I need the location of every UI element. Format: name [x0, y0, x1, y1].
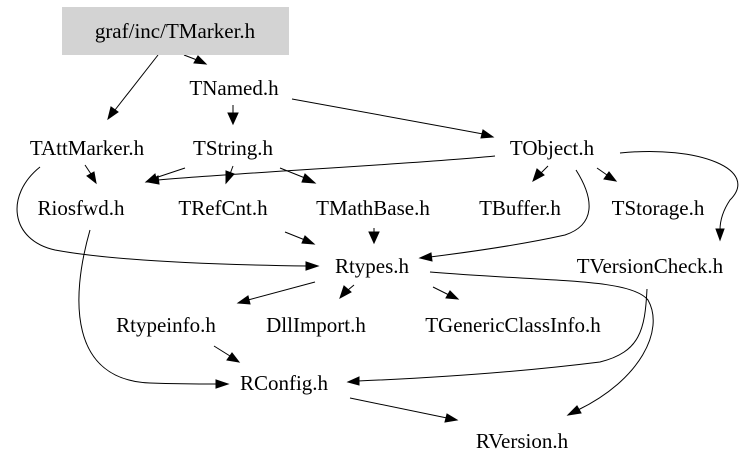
edge-tnamed-tobject	[291, 98, 484, 135]
node-rversion[interactable]: RVersion.h	[476, 429, 569, 453]
edge-rtypes-rtypeinfo-arrow	[236, 295, 251, 305]
edge-tobject-rtypes	[429, 169, 590, 258]
node-tbuffer[interactable]: TBuffer.h	[479, 196, 561, 220]
node-tmarker[interactable]: graf/inc/TMarker.h	[62, 7, 289, 55]
edge-tversioncheck-rconfig-arrow	[346, 376, 360, 386]
edge-tmarker-tattmarker	[114, 54, 159, 111]
edge-tnamed-tstring-arrow	[227, 112, 239, 126]
node-tstorage[interactable]: TStorage.h	[612, 196, 705, 220]
edge-tobject-tbuffer	[540, 165, 549, 174]
edge-trefcnt-rtypes	[284, 231, 306, 241]
node-tobject[interactable]: TObject.h	[510, 136, 595, 160]
edge-rtypes-tgeneric-arrow	[445, 290, 460, 300]
edge-rtypes-dllimport-arrow	[339, 285, 352, 300]
node-rconfig[interactable]: RConfig.h	[240, 371, 329, 395]
edge-tmarker-tnamed-arrow	[193, 55, 208, 65]
node-tattmarker[interactable]: TAttMarker.h	[30, 136, 145, 160]
edge-tstring-tmathbase-arrow	[301, 173, 317, 184]
node-dllimport[interactable]: DllImport.h	[266, 313, 366, 337]
edge-tstring-trefcnt-arrow	[225, 170, 235, 185]
edges	[16, 54, 739, 423]
node-tmarker-highlight	[62, 7, 289, 55]
node-rtypes[interactable]: Rtypes.h	[335, 254, 410, 278]
edge-tmathbase-rtypes-arrow	[368, 231, 380, 245]
edge-rtypes-dllimport	[347, 284, 355, 291]
edge-tobject-rtypes-arrow	[418, 252, 433, 262]
edge-tstring-riosfwd	[154, 167, 186, 179]
edge-rconfig-rversion	[349, 397, 448, 419]
edge-tstring-tmathbase	[279, 167, 306, 179]
node-trefcnt[interactable]: TRefCnt.h	[178, 196, 268, 220]
edge-tattmarker-rtypes-arrow	[305, 261, 320, 271]
edge-riosfwd-rconfig-arrow	[215, 379, 230, 389]
node-tstring[interactable]: TString.h	[193, 136, 273, 160]
nodes: graf/inc/TMarker.h TNamed.h TAttMarker.h…	[30, 7, 724, 453]
node-tnamed[interactable]: TNamed.h	[189, 76, 279, 100]
edge-tmarker-tattmarker-arrow	[107, 106, 119, 121]
edge-tobject-tversioncheck-arrow	[715, 228, 725, 242]
node-tmarker-label: graf/inc/TMarker.h	[95, 19, 256, 43]
edge-tobject-tbuffer-arrow	[532, 168, 545, 183]
node-tversioncheck[interactable]: TVersionCheck.h	[577, 254, 724, 278]
edge-riosfwd-rconfig	[78, 229, 219, 385]
edge-tattmarker-rtypes	[16, 166, 309, 267]
edge-tattmarker-riosfwd-arrow	[86, 171, 97, 185]
edge-trefcnt-rtypes-arrow	[301, 235, 316, 245]
edge-tobject-tversioncheck	[619, 151, 739, 231]
edge-tmarker-tnamed	[183, 54, 198, 61]
edge-rtypeinfo-rconfig	[213, 345, 231, 357]
node-rtypeinfo[interactable]: Rtypeinfo.h	[116, 313, 216, 337]
edge-tversioncheck-rconfig	[357, 288, 648, 382]
edge-rtypes-rtypeinfo	[247, 281, 316, 301]
edge-tobject-riosfwd	[157, 155, 496, 181]
node-riosfwd[interactable]: Riosfwd.h	[38, 196, 125, 220]
edge-rtypes-rversion	[429, 271, 654, 411]
edge-tobject-riosfwd-arrow	[146, 175, 160, 185]
node-tgeneric[interactable]: TGenericClassInfo.h	[425, 313, 601, 337]
edge-tattmarker-riosfwd	[84, 164, 92, 175]
node-tmathbase[interactable]: TMathBase.h	[316, 196, 430, 220]
edge-tnamed-tobject-arrow	[480, 129, 495, 139]
edge-tobject-tstorage	[596, 167, 608, 176]
edge-rconfig-rversion-arrow	[444, 413, 459, 423]
edge-rtypes-rversion-arrow	[566, 405, 582, 416]
edge-tobject-tstorage-arrow	[603, 171, 618, 182]
edge-rtypes-tgeneric	[432, 286, 450, 296]
edge-rtypeinfo-rconfig-arrow	[226, 352, 241, 363]
